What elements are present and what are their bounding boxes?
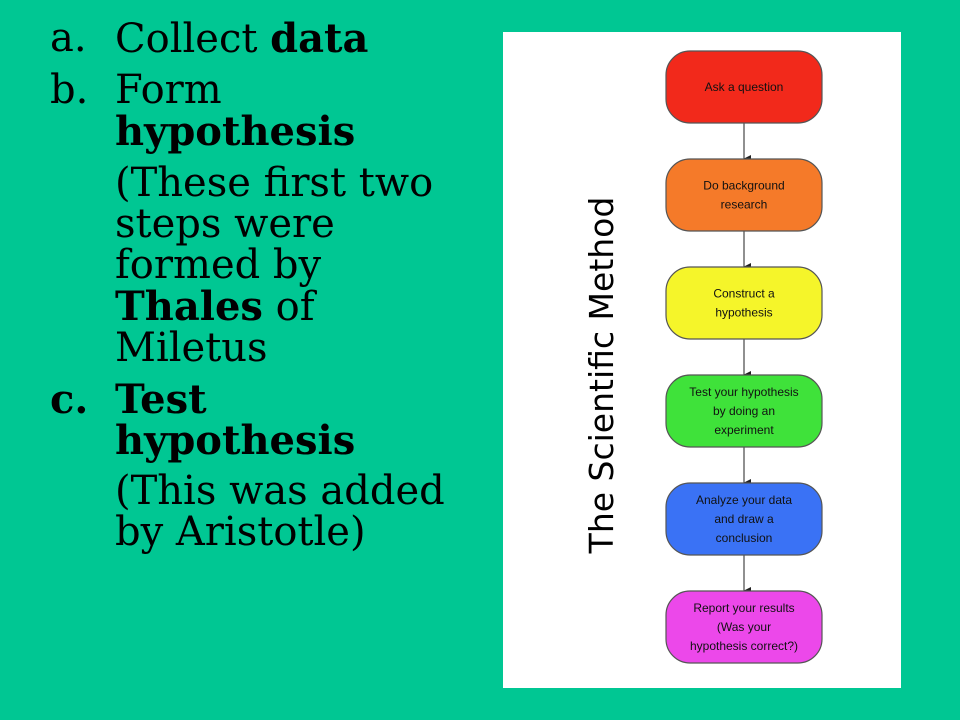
flow-box-shape <box>665 374 823 448</box>
step-c-line1: Test <box>115 376 207 423</box>
flow-box-3: Construct a hypothesis <box>665 266 823 340</box>
flow-box-label: (Was your <box>717 620 771 634</box>
flow-box-label: by doing an <box>713 404 775 418</box>
step-a-text: Collect data <box>115 18 470 60</box>
flow-box-2: Do background research <box>665 158 823 232</box>
note-thales: (These first two steps were formed by Th… <box>115 163 470 369</box>
flow-box-6: Report your results (Was your hypothesis c… <box>665 590 823 664</box>
flow-box-label: Construct a <box>713 287 775 301</box>
flow-box-5: Analyze your data and draw a conclusion <box>665 482 823 556</box>
step-a-plain: Collect <box>115 16 271 62</box>
flow-box-shape <box>665 266 823 340</box>
flow-box-label: and draw a <box>714 512 774 526</box>
note-thales-before: (These first two steps were formed by <box>115 160 434 288</box>
flow-box-shape <box>665 158 823 232</box>
step-b-marker: b. <box>50 67 89 113</box>
flow-box-shape <box>665 590 823 664</box>
flow-box-label: conclusion <box>716 531 773 545</box>
flow-box-label: Ask a question <box>705 80 784 94</box>
step-a-marker: a. <box>50 15 87 61</box>
step-a-bold: data <box>270 15 369 62</box>
flowchart-svg: The Scientific Method Ask a question Do b… <box>582 50 823 664</box>
flow-box-label: hypothesis correct?) <box>690 639 798 653</box>
flow-box-shape <box>665 50 823 124</box>
step-b-plain: Form <box>115 67 222 113</box>
scientific-method-figure: The Scientific Method Ask a question Do b… <box>503 32 901 688</box>
flow-box-label: Do background <box>703 179 784 193</box>
flow-box-label: Analyze your data <box>696 493 792 507</box>
flow-box-4: Test your hypothesis by doing an experimen… <box>665 374 823 448</box>
flow-box-label: Test your hypothesis <box>689 385 798 399</box>
step-b-bold: hypothesis <box>115 108 356 155</box>
note-thales-after: of Miletus <box>115 284 315 371</box>
flow-boxes: Ask a question Do background researchConst… <box>665 50 823 664</box>
figure-title: The Scientific Method <box>582 197 621 555</box>
flow-box-label: experiment <box>714 423 774 437</box>
step-c-marker: c. <box>50 376 89 423</box>
flow-box-shape <box>665 482 823 556</box>
flow-box-label: Report your results <box>693 601 794 615</box>
step-c-line2: hypothesis <box>115 417 356 464</box>
flow-box-label: research <box>721 198 768 212</box>
note-thales-bold: Thales <box>115 283 263 330</box>
note-aristotle: (This was added by Aristotle) <box>115 468 445 555</box>
flow-box-label: hypothesis <box>715 306 772 320</box>
flow-box-1: Ask a question <box>665 50 823 124</box>
step-a: a. Collect data <box>50 18 470 60</box>
